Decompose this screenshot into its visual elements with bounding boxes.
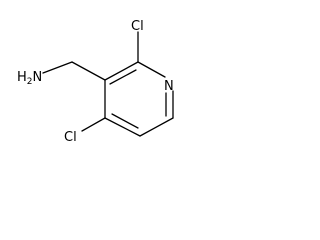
bond-n-ch2 [42,61,73,74]
atom-labels: H2N Cl N Cl [17,19,174,145]
molecule-drawing: H2N Cl N Cl [17,19,174,145]
ring-nitrogen-label: N [164,79,174,94]
bond-c4-cl [81,117,106,132]
chemical-structure-canvas: H2N Cl N Cl [0,0,202,170]
chlorine-bottom-label: Cl [64,130,77,145]
bond-c5-c4-inner [111,113,139,129]
chlorine-top-label: Cl [131,19,144,34]
bonds [42,31,174,137]
bond-c3-c2-inner [109,69,137,85]
bond-c3-c2 [104,61,139,81]
bond-ch2-c3 [71,61,106,81]
amine-hydrogen-count: 2 [27,77,33,87]
bond-c5-c4 [104,117,141,137]
amine-label: H2N [17,70,42,87]
amine-nitrogen: N [33,70,43,85]
amine-hydrogen: H [17,70,27,85]
bond-c6-c5 [139,117,174,137]
bond-c2-n1 [137,61,166,78]
